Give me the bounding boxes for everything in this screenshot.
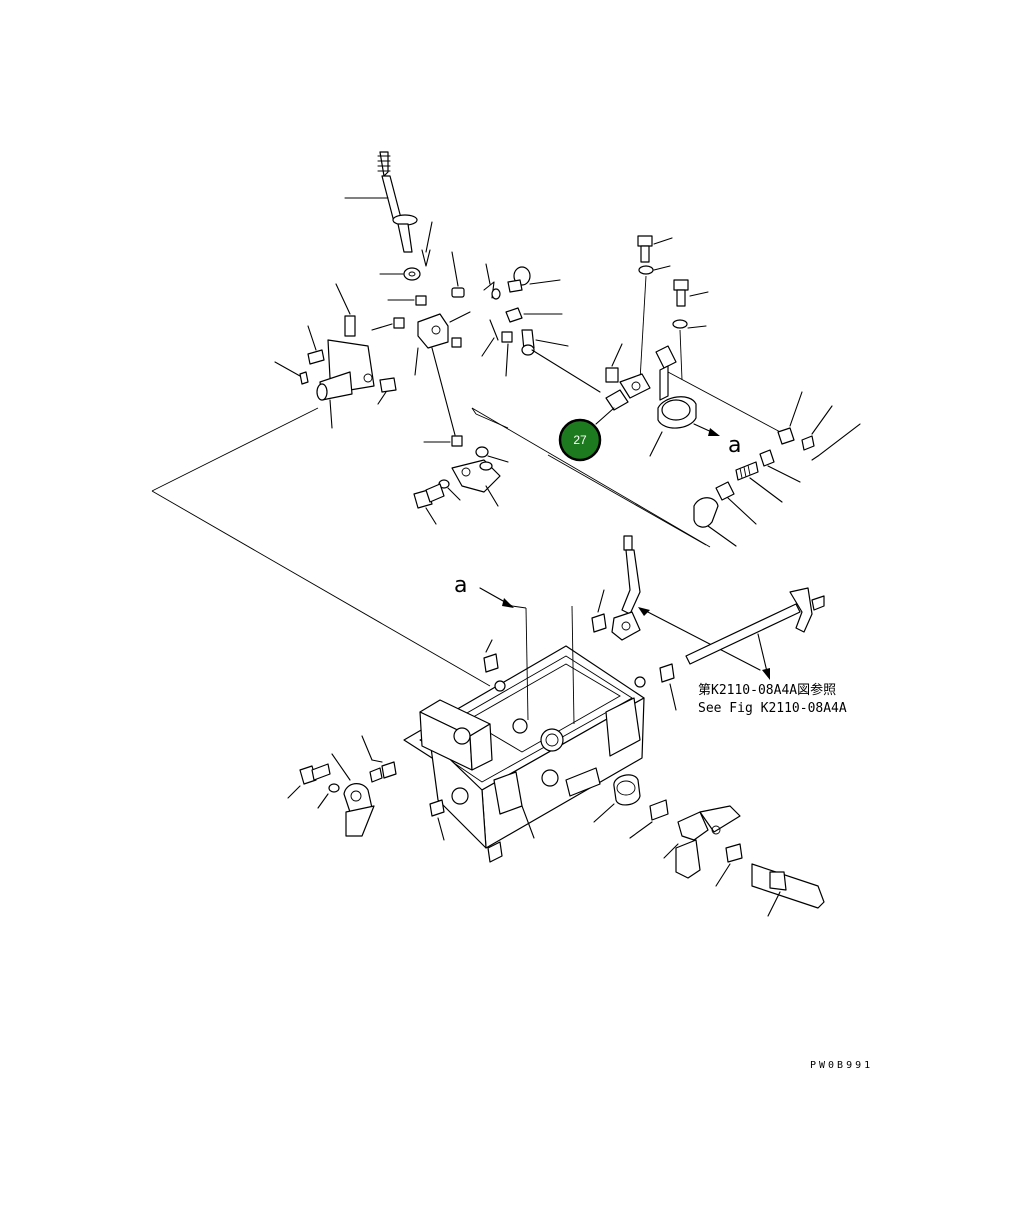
assembly-outline-lines xyxy=(151,407,711,687)
rod-end-right xyxy=(521,329,601,393)
shift-fork-lower xyxy=(663,805,741,879)
transmission-case xyxy=(403,587,646,863)
bearing-lower xyxy=(593,774,641,823)
output-shaft xyxy=(751,863,825,917)
callout-number: 27 xyxy=(573,433,587,447)
lever-lower-rod xyxy=(611,535,761,671)
pin-right xyxy=(811,423,861,461)
ball-joint-top xyxy=(507,266,561,293)
nut-right-a xyxy=(777,391,803,445)
bracket-lower xyxy=(451,459,501,507)
pin-vertical xyxy=(335,283,356,337)
bearing-small xyxy=(629,799,669,839)
rod-end-left xyxy=(501,331,513,377)
stud-chain xyxy=(715,449,801,525)
callout-marker[interactable] xyxy=(558,418,602,462)
shift-lever-rod xyxy=(344,151,433,267)
bushing-upper-b xyxy=(483,639,499,673)
nut-pair-lower xyxy=(361,735,397,783)
reference-letter-a-lower: a xyxy=(454,573,467,598)
figure-reference-note-jp: 第K2110-08A4A図参照 xyxy=(698,682,836,698)
washer-lower-left xyxy=(317,783,340,809)
plug-bolt xyxy=(451,251,465,298)
lever-lower-left xyxy=(331,753,375,837)
elbow-joint xyxy=(693,497,737,547)
bolt-lower-left xyxy=(287,763,331,799)
bushing-small xyxy=(371,317,405,331)
bolt-upper-a xyxy=(637,235,673,381)
selector-block xyxy=(414,311,471,436)
bushing-right xyxy=(659,663,677,711)
nut-lower-a xyxy=(423,435,463,447)
drawing-code: PW0B991 xyxy=(810,1060,873,1071)
fork-shaft xyxy=(685,587,825,680)
bolt-lower xyxy=(413,483,445,525)
yoke-lever xyxy=(649,345,785,457)
lever-bracket xyxy=(595,343,651,425)
bushing-lower-right xyxy=(715,843,743,887)
nut-small xyxy=(387,295,427,306)
cotter-pin xyxy=(481,319,499,357)
washer-lower xyxy=(475,446,509,463)
reference-letter-a-upper: a xyxy=(728,433,741,458)
nut-right-block xyxy=(451,337,462,348)
nut-center xyxy=(505,307,563,323)
washer-top xyxy=(379,267,421,281)
bolt-upper-b xyxy=(672,279,709,381)
clip-pair xyxy=(483,263,501,300)
callout-27[interactable]: 27 xyxy=(558,418,602,462)
bushing-upper-a xyxy=(591,589,607,633)
figure-reference-note-en: See Fig K2110-08A4A xyxy=(698,701,847,716)
nut-right-b xyxy=(801,405,833,451)
bushing-lower-left xyxy=(429,799,445,841)
shift-shaft-left xyxy=(274,325,397,429)
